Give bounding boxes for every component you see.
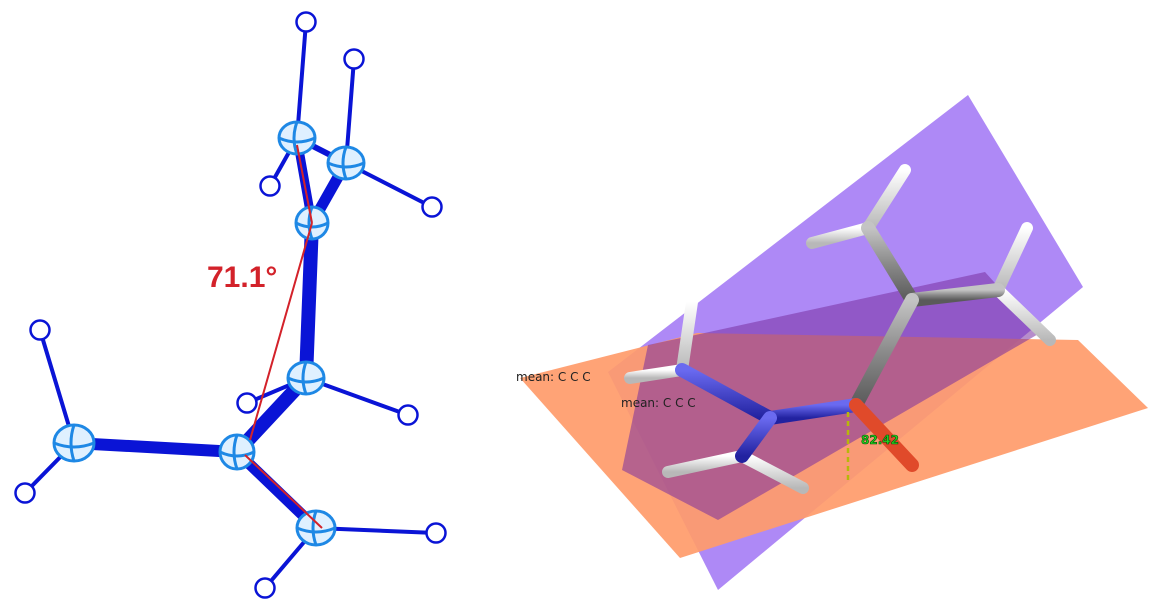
- hydrogen-stick: [992, 222, 1033, 296]
- bond: [295, 20, 308, 140]
- hydrogen-atom: [254, 577, 276, 599]
- hydrogen-stick: [806, 222, 874, 249]
- plane-label-2: mean: C C C: [621, 396, 696, 410]
- bond: [299, 216, 319, 385]
- plane-model: mean: C C C mean: C C C 82.42: [516, 95, 1148, 590]
- nitrogen-stick: [763, 398, 863, 425]
- heavy-bonds: [68, 133, 352, 534]
- carbon-atom: [52, 423, 96, 463]
- hydrogen-stick: [736, 450, 809, 494]
- angle-lines: [244, 144, 323, 529]
- hydrogen-atom: [343, 48, 365, 70]
- hydrogen-atoms: [14, 11, 447, 599]
- carbon-atom: [295, 509, 337, 547]
- hydrogen-atom: [421, 196, 443, 218]
- stick-molecule: [624, 164, 1056, 494]
- hydrogen-stick: [624, 364, 688, 384]
- hydrogen-atom: [259, 175, 281, 197]
- hydrogen-atom: [397, 404, 419, 426]
- nitrogen-stick: [675, 363, 777, 425]
- hydrogen-bonds: [23, 20, 438, 590]
- angle-line: [244, 454, 323, 529]
- hydrogen-atom: [425, 522, 447, 544]
- hydrogen-stick: [992, 284, 1056, 346]
- heavy-atoms: [52, 120, 366, 547]
- plane-label-1: mean: C C C: [516, 370, 591, 384]
- carbon-atom: [277, 120, 317, 156]
- hydrogen-stick: [676, 296, 698, 376]
- nitrogen-stick: [735, 411, 777, 463]
- carbon-stick: [861, 221, 919, 307]
- plane-angle-label: 82.42: [861, 433, 899, 447]
- carbon-stick: [905, 283, 1005, 307]
- hydrogen-atom: [14, 482, 36, 504]
- hydrogen-stick: [862, 164, 911, 234]
- hydrogen-atom: [295, 11, 317, 33]
- angle-line: [249, 222, 313, 441]
- angle-line: [296, 144, 313, 224]
- hydrogen-atom: [29, 319, 51, 341]
- carbon-atom: [218, 433, 256, 471]
- hydrogen-atom: [236, 392, 258, 414]
- carbon-atom: [326, 145, 366, 181]
- bond: [68, 437, 243, 458]
- ortep-molecule: 71.1°: [14, 11, 447, 599]
- carbon-atom: [286, 360, 326, 396]
- hydrogen-stick: [662, 450, 748, 478]
- oxygen-stick: [849, 398, 919, 472]
- carbon-stick: [849, 293, 919, 412]
- dihedral-angle-label: 71.1°: [207, 261, 277, 294]
